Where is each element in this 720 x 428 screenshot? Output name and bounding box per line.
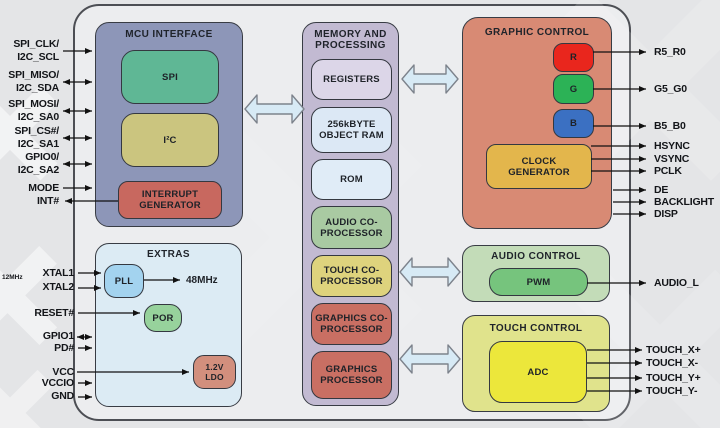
pin-label-de: DE <box>654 184 669 196</box>
graphic-control-section: GRAPHIC CONTROL R G B CLOCK GENERATOR <box>462 17 612 229</box>
pin-label-spi-clk: SPI_CLK/ I2C_SCL <box>13 38 59 63</box>
pin-label-gnd: GND <box>51 390 74 402</box>
pin-label-hsync: HSYNC <box>654 140 690 152</box>
pin-label-gpio0: GPIO0/ I2C_SA2 <box>17 151 59 176</box>
object-ram-block: 256kBYTE OBJECT RAM <box>311 107 392 153</box>
registers-block: REGISTERS <box>311 59 392 100</box>
por-block: POR <box>144 304 182 332</box>
pin-label-vcc: VCC <box>52 366 74 378</box>
pin-label-b5-b0: B5_B0 <box>654 120 686 132</box>
touch-coprocessor-block: TOUCH CO- PROCESSOR <box>311 255 392 297</box>
pin-label-xtal1: XTAL1 <box>42 267 75 279</box>
audio-control-title: AUDIO CONTROL <box>491 251 581 262</box>
pll-output-label: 48MHz <box>186 275 218 286</box>
pin-label-pd: PD# <box>54 342 74 354</box>
pin-label-touch-xm: TOUCH_X- <box>646 357 698 369</box>
pwm-block: PWM <box>489 268 588 296</box>
pin-label-audio-l: AUDIO_L <box>654 277 699 289</box>
pin-label-g5-g0: G5_G0 <box>654 83 687 95</box>
pin-label-vsync: VSYNC <box>654 153 690 165</box>
pin-label-touch-ym: TOUCH_Y- <box>646 385 698 397</box>
graphic-control-title: GRAPHIC CONTROL <box>484 27 590 38</box>
ldo-block: 1.2V LDO <box>193 355 236 389</box>
green-channel-block: G <box>553 74 594 104</box>
mcu-interface-section: MCU INTERFACE SPI I²C INTERRUPT GENERATO… <box>95 22 243 227</box>
graphics-coprocessor-block: GRAPHICS CO- PROCESSOR <box>311 303 392 345</box>
graphics-processor-block: GRAPHICS PROCESSOR <box>311 351 392 399</box>
i2c-block: I²C <box>121 113 219 167</box>
adc-block: ADC <box>489 341 587 403</box>
xtal-frequency-label: 12MHz <box>2 274 23 281</box>
pin-label-touch-xp: TOUCH_X+ <box>646 344 701 356</box>
pin-label-disp: DISP <box>654 208 678 220</box>
pin-label-spi-miso: SPI_MISO/ I2C_SDA <box>8 69 59 94</box>
blue-channel-block: B <box>553 109 594 138</box>
red-channel-block: R <box>553 43 594 72</box>
audio-control-section: AUDIO CONTROL PWM <box>462 245 610 302</box>
interrupt-generator-block: INTERRUPT GENERATOR <box>118 181 222 219</box>
spi-block: SPI <box>121 50 219 104</box>
pin-label-spi-cs: SPI_CS#/ I2C_SA1 <box>14 125 59 150</box>
pin-label-mode: MODE <box>28 182 59 194</box>
pin-label-xtal2: XTAL2 <box>42 281 75 293</box>
pin-label-reset: RESET# <box>34 307 74 319</box>
pin-label-vccio: VCCIO <box>41 377 74 389</box>
pin-label-pclk: PCLK <box>654 165 682 177</box>
touch-control-section: TOUCH CONTROL ADC <box>462 315 610 412</box>
pin-label-backlight: BACKLIGHT <box>654 196 715 208</box>
touch-control-title: TOUCH CONTROL <box>489 323 583 334</box>
memory-processing-title: MEMORY AND PROCESSING <box>314 29 387 51</box>
pin-label-spi-mosi: SPI_MOSI/ I2C_SA0 <box>8 98 59 123</box>
memory-processing-section: MEMORY AND PROCESSING REGISTERS 256kBYTE… <box>302 22 399 406</box>
pll-block: PLL <box>104 264 144 298</box>
pin-label-touch-yp: TOUCH_Y+ <box>646 372 701 384</box>
rom-block: ROM <box>311 159 392 200</box>
pin-label-gpio1: GPIO1 <box>42 330 74 342</box>
extras-title: EXTRAS <box>147 249 190 260</box>
pin-label-int: INT# <box>37 195 59 207</box>
clock-generator-block: CLOCK GENERATOR <box>486 144 592 189</box>
mcu-interface-title: MCU INTERFACE <box>125 29 213 40</box>
pin-label-r5-r0: R5_R0 <box>654 46 686 58</box>
audio-coprocessor-block: AUDIO CO- PROCESSOR <box>311 206 392 249</box>
extras-section: EXTRAS PLL 48MHz POR 1.2V LDO <box>95 243 242 407</box>
